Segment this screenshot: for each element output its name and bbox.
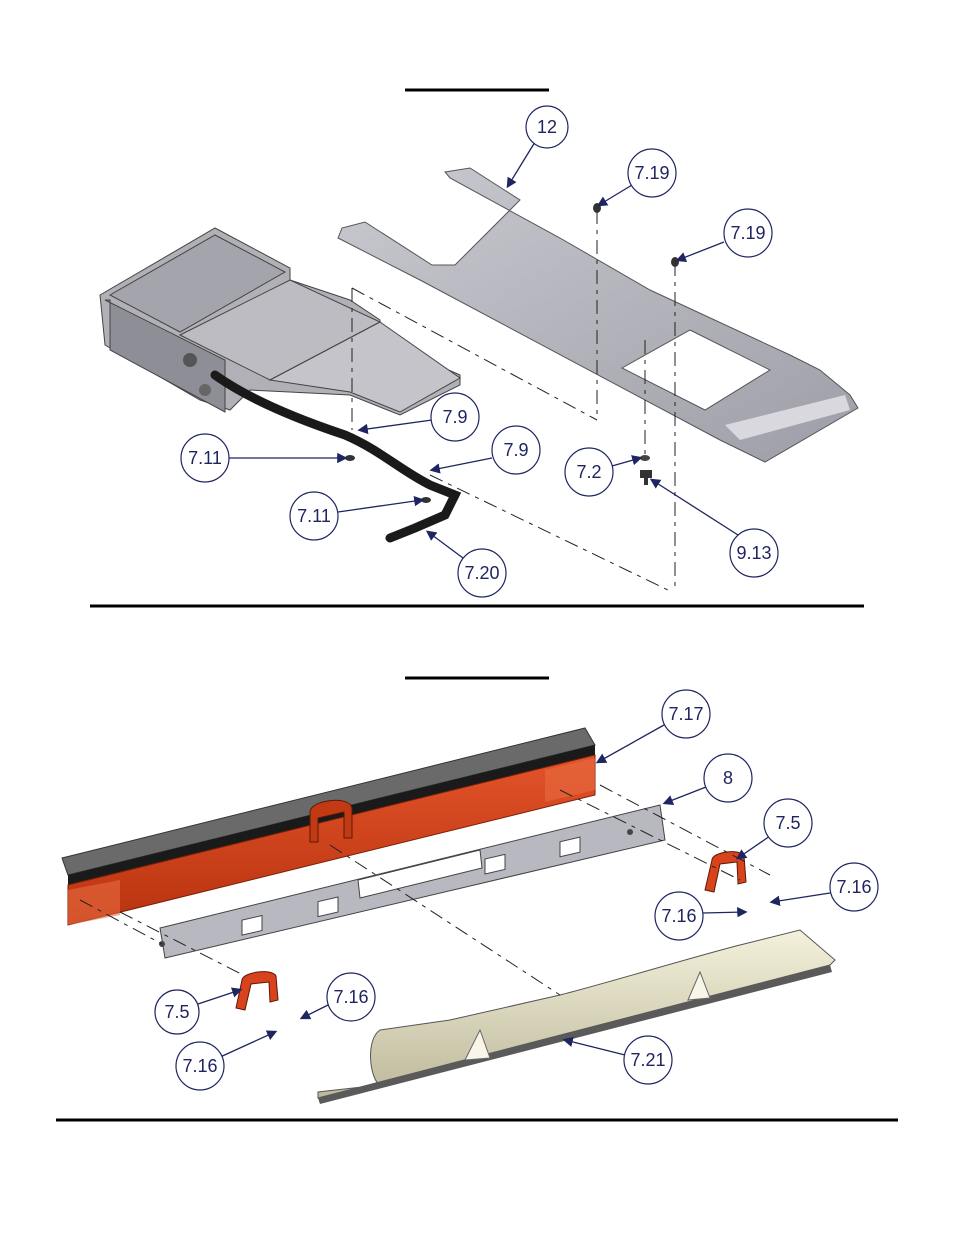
callout-7-16-left-a: 7.16: [299, 972, 376, 1022]
handle-right-part: [704, 851, 747, 893]
svg-text:12: 12: [537, 117, 557, 137]
handle-left-part: [235, 971, 279, 1011]
callout-7-9-b: 7.9: [429, 425, 541, 475]
callout-7-11-b: 7.11: [289, 491, 425, 541]
callout-7-16-right-a: 7.16: [769, 862, 879, 912]
callout-7-17: 7.17: [595, 689, 711, 764]
svg-text:7.19: 7.19: [730, 223, 765, 243]
callout-12: 12: [506, 105, 569, 189]
orange-guard-part: [61, 727, 596, 926]
svg-text:7.16: 7.16: [333, 987, 368, 1007]
svg-text:7.21: 7.21: [630, 1050, 665, 1070]
bracket-part: [159, 804, 666, 959]
callout-7-9-a: 7.9: [357, 392, 480, 442]
assembly-guide-lines-top: [351, 210, 676, 593]
callout-7-19-a: 7.19: [596, 148, 677, 207]
callout-7-21: 7.21: [562, 1035, 673, 1085]
callout-7-11-a: 7.11: [180, 433, 348, 483]
svg-text:7.5: 7.5: [164, 1002, 189, 1022]
svg-text:7.19: 7.19: [634, 163, 669, 183]
svg-text:7.9: 7.9: [503, 440, 528, 460]
hose-part: [210, 370, 462, 543]
svg-text:7.11: 7.11: [297, 506, 331, 526]
svg-text:7.2: 7.2: [576, 462, 601, 482]
svg-text:7.17: 7.17: [668, 704, 703, 724]
svg-text:9.13: 9.13: [736, 543, 771, 563]
callout-9-13: 9.13: [649, 478, 779, 578]
skirt-part: [317, 929, 836, 1104]
svg-text:7.16: 7.16: [661, 906, 696, 926]
callout-7-5-left: 7.5: [154, 987, 243, 1035]
callout-7-16-right-b: 7.16: [654, 891, 748, 941]
svg-text:7.16: 7.16: [182, 1056, 217, 1076]
svg-text:7.9: 7.9: [442, 407, 467, 427]
assembly-guide-lines-bottom: [79, 784, 771, 996]
svg-text:8: 8: [723, 768, 733, 788]
svg-text:7.16: 7.16: [836, 877, 871, 897]
callout-7-2: 7.2: [564, 447, 643, 497]
callout-7-20: 7.20: [425, 530, 507, 598]
callout-8: 8: [662, 753, 753, 806]
callout-7-16-left-b: 7.16: [175, 1030, 278, 1091]
svg-text:7.5: 7.5: [775, 813, 800, 833]
top-plate-part: [337, 167, 859, 463]
svg-text:7.20: 7.20: [464, 563, 499, 583]
callout-7-5-right: 7.5: [735, 798, 813, 860]
svg-text:7.11: 7.11: [188, 448, 222, 468]
tray-assembly-part: [99, 227, 461, 416]
callout-7-19-b: 7.19: [675, 208, 773, 263]
